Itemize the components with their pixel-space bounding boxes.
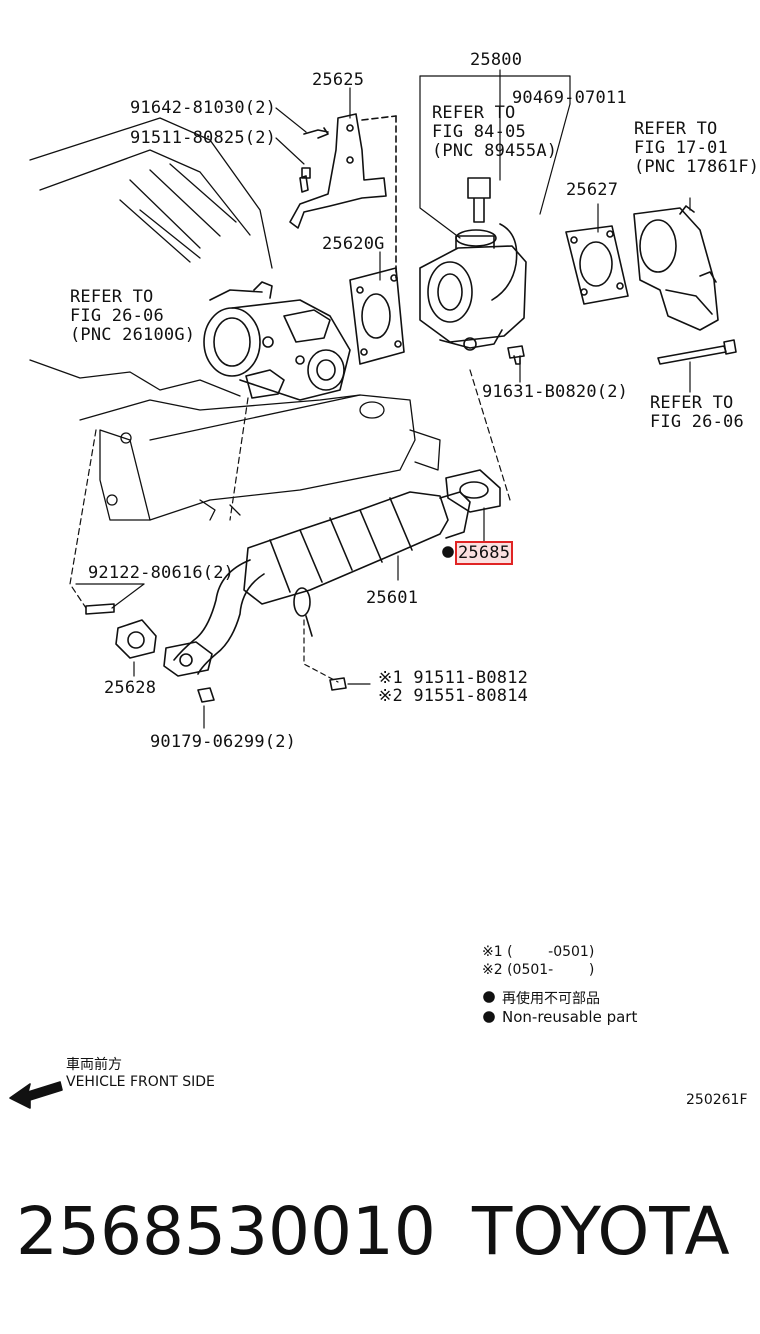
throttle-body: [203, 281, 351, 401]
label-91511a: 91511-80825(2): [130, 128, 277, 148]
legend-dot-en: [483, 1011, 495, 1023]
nonreuse-en: Non-reusable part: [502, 1008, 638, 1026]
label-91511b: ※1 91511-B0812: [378, 668, 529, 688]
bolt-91511b: [329, 677, 347, 691]
leader-lines: [69, 69, 691, 729]
label-25685-highlighted[interactable]: 25685: [455, 541, 514, 565]
label-refer-26-06-b: REFER TO FIG 26-06: [650, 393, 744, 432]
gasket-25627: [565, 225, 629, 305]
bracket-25625: [289, 113, 397, 279]
engine-outline: [29, 117, 441, 521]
bolt-91631: [507, 345, 525, 365]
label-25800: 25800: [470, 50, 523, 70]
egr-pipe-right: [633, 205, 719, 331]
label-90179: 90179-06299(2): [150, 732, 297, 752]
stud-92122: [85, 603, 115, 615]
bolt-long: [657, 339, 737, 365]
pipe-flange: [163, 641, 215, 703]
note-2: ※2 (0501- ): [482, 962, 595, 978]
gasket-25628: [115, 619, 157, 659]
label-91551: ※2 91551-80814: [378, 686, 529, 706]
label-25628: 25628: [104, 678, 157, 698]
label-91642: 91642-81030(2): [130, 98, 277, 118]
nonreuse-jp: 再使用不可部品: [502, 991, 600, 1007]
front-jp: 車両前方: [66, 1057, 122, 1073]
label-25620g: 25620G: [322, 234, 385, 254]
note-1: ※1 ( -0501): [482, 944, 595, 960]
front-arrow-icon: [9, 1081, 63, 1109]
nonreuse-dot: [442, 546, 454, 558]
label-refer-17-01: REFER TO FIG 17-01 (PNC 17861F): [634, 119, 760, 177]
label-25625: 25625: [312, 70, 365, 90]
label-92122: 92122-80616(2): [88, 563, 235, 583]
label-refer-26-06-a: REFER TO FIG 26-06 (PNC 26100G): [70, 287, 196, 345]
figure-id: 250261F: [686, 1092, 748, 1108]
brand-name: TOYOTA: [472, 1193, 730, 1270]
front-en: VEHICLE FRONT SIDE: [66, 1074, 215, 1090]
part-number: 2568530010: [16, 1193, 436, 1270]
egr-cooler-25601: [173, 491, 471, 675]
egr-valve-25800: [419, 177, 527, 351]
label-refer-84-05: REFER TO FIG 84-05 (PNC 89455A): [432, 103, 558, 161]
gasket-25620g: [349, 267, 405, 365]
label-25601: 25601: [366, 588, 419, 608]
label-90469: 90469-07011: [512, 88, 627, 108]
label-91631: 91631-B0820(2): [482, 382, 629, 402]
legend-dot-jp: [483, 991, 495, 1003]
gasket-25685: [445, 469, 501, 513]
label-25627: 25627: [566, 180, 619, 200]
